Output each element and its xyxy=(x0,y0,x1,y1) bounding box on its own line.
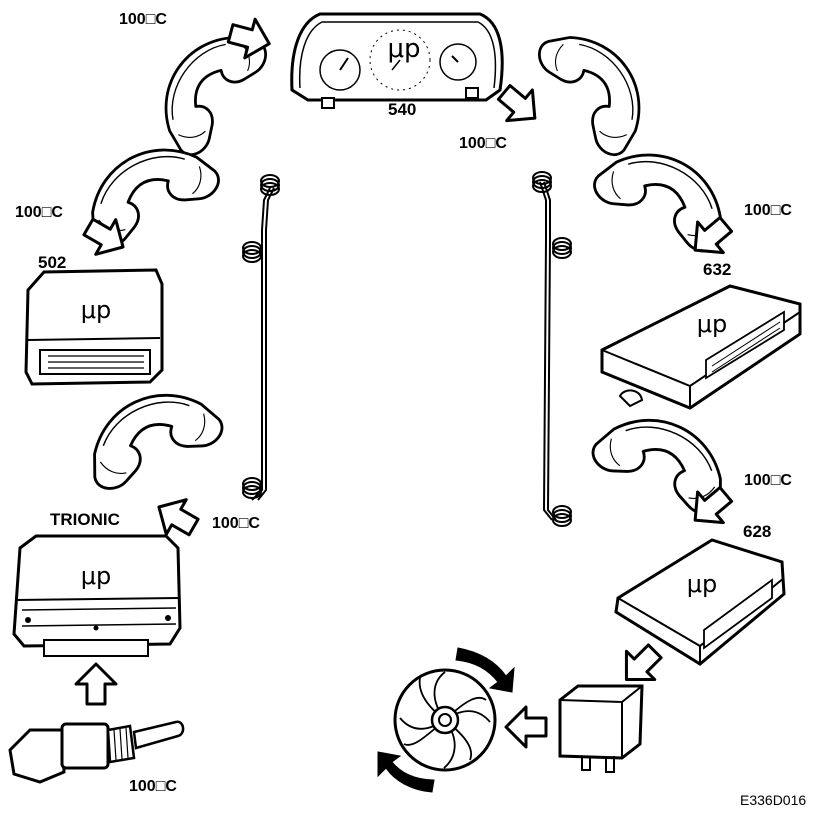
telephone-handset-icon xyxy=(531,11,667,163)
cluster-mp-label: μp xyxy=(387,34,420,64)
rotation-arrow-icon xyxy=(377,751,435,793)
temperature-label: 100□C xyxy=(212,515,260,532)
microchip-module-icon xyxy=(24,268,164,386)
instrument-cluster-icon xyxy=(290,12,504,109)
temperature-label: 100□C xyxy=(459,135,507,152)
relay-icon xyxy=(558,684,644,773)
component-number-632: 632 xyxy=(703,260,732,279)
telephone-handset-icon xyxy=(71,371,229,496)
microchip-module-icon xyxy=(600,284,802,410)
trionic-mp-label: μp xyxy=(81,562,112,590)
temperature-label: 100□C xyxy=(129,778,177,795)
cord-coil xyxy=(552,505,572,527)
component-number-502: 502 xyxy=(38,253,67,272)
module-502-mp-label: μp xyxy=(81,296,112,324)
arrow-icon xyxy=(74,662,118,706)
microchip-module-icon xyxy=(614,538,786,666)
cord-coil xyxy=(552,237,572,259)
cord-coil xyxy=(260,174,280,196)
figure-code: E336D016 xyxy=(740,792,807,808)
temperature-label: 100□C xyxy=(744,472,792,489)
temperature-label: 100□C xyxy=(15,204,63,221)
microchip-module-icon xyxy=(12,534,182,657)
arrow-icon xyxy=(504,705,548,749)
rotation-arrow-icon xyxy=(455,647,515,693)
component-number-628: 628 xyxy=(743,522,772,541)
cooling-fan-icon xyxy=(393,668,497,772)
module-628-mp-label: μp xyxy=(687,570,718,598)
module-632-mp-label: μp xyxy=(697,310,728,338)
right-cord xyxy=(539,181,557,521)
component-number-540: 540 xyxy=(388,100,417,119)
cord-coil xyxy=(242,241,262,263)
trionic-label: TRIONIC xyxy=(50,510,120,529)
left-cord xyxy=(251,187,275,501)
temperature-label: 100□C xyxy=(119,11,167,28)
cord-coil xyxy=(532,171,552,193)
temperature-label: 100□C xyxy=(744,202,792,219)
temperature-sensor-icon xyxy=(8,720,185,784)
